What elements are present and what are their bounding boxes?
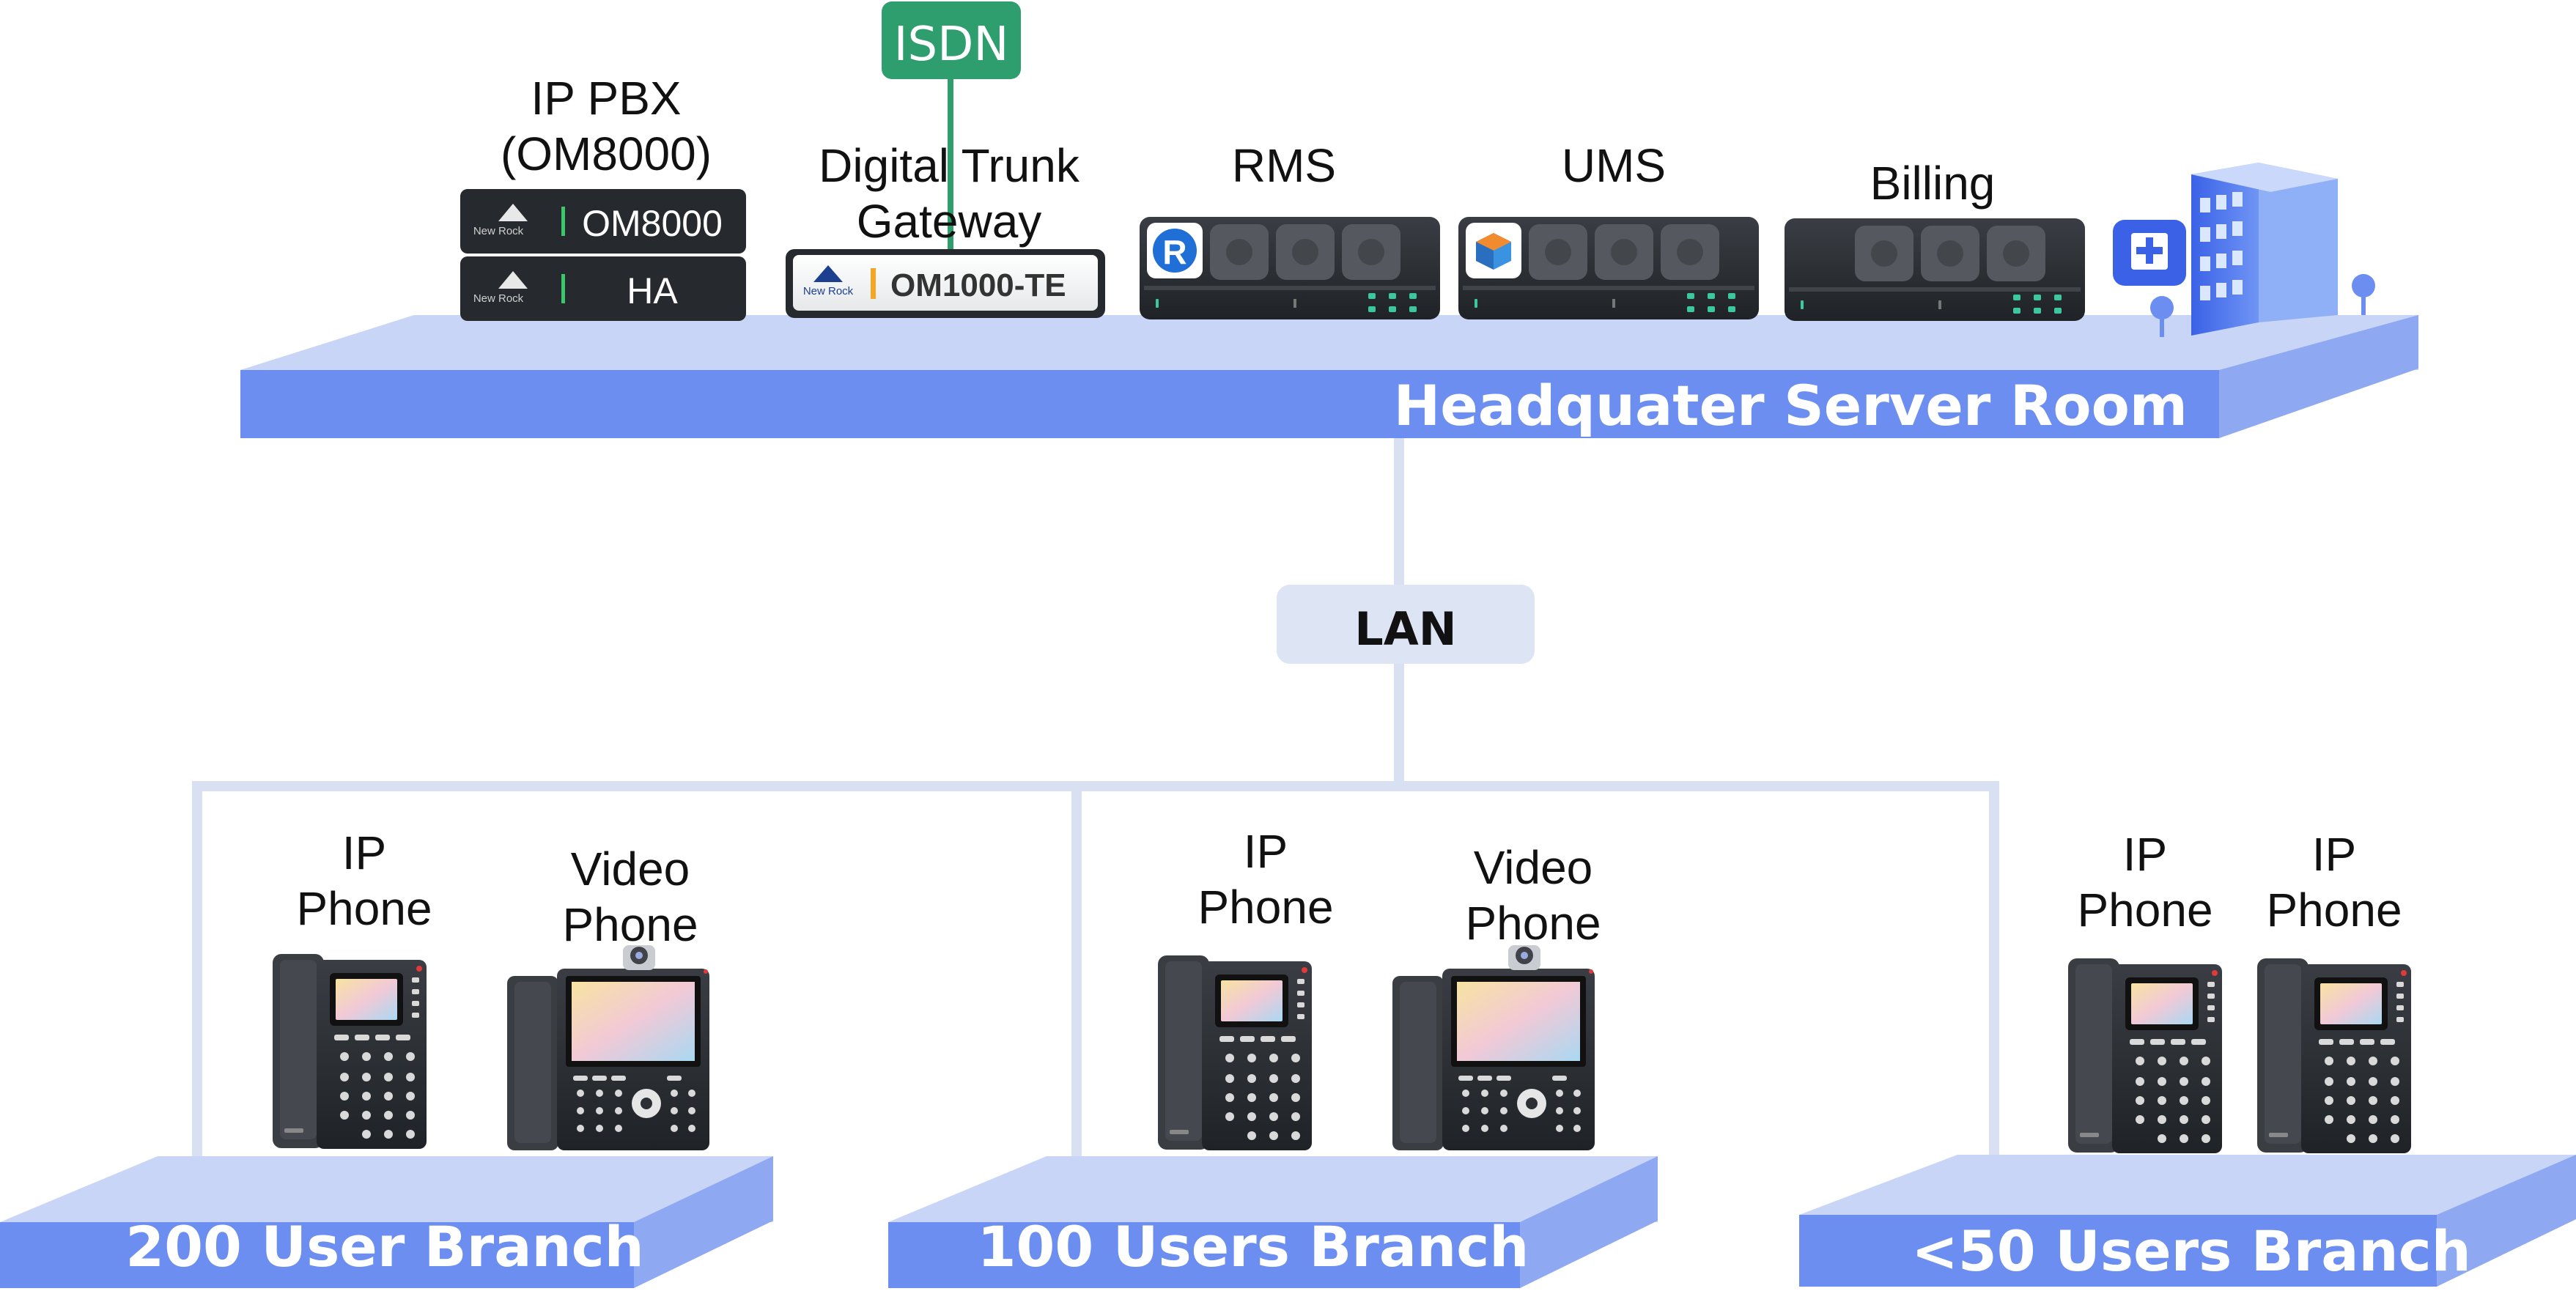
branch-100-users: IP Phone Video Phone 100 Users Branch bbox=[888, 825, 1658, 1288]
branch1-device2-label-line2: Phone bbox=[562, 898, 698, 951]
branch2-platform-top bbox=[888, 1156, 1658, 1222]
lan-horizontal-bus bbox=[192, 781, 1999, 791]
branch2-platform-front bbox=[888, 1222, 1520, 1288]
branch2-device1-label-line2: Phone bbox=[1197, 881, 1333, 933]
branch1-platform-front bbox=[0, 1222, 634, 1288]
lan-label: LAN bbox=[1354, 602, 1456, 656]
branch2-platform-label: 100 Users Branch bbox=[978, 1214, 1529, 1279]
lan-drop-branch3 bbox=[1989, 781, 1999, 1162]
ip-phone-icon bbox=[2068, 958, 2222, 1153]
svg-text:New Rock: New Rock bbox=[473, 292, 524, 305]
rms-group: RMS R bbox=[1140, 139, 1440, 319]
branch1-platform-top bbox=[0, 1156, 773, 1222]
new-rock-logo-icon bbox=[813, 265, 843, 282]
ip-pbx-label-line2: (OM8000) bbox=[501, 127, 712, 180]
gateway-label-line1: Digital Trunk bbox=[819, 139, 1080, 192]
branch3-device1-label-line1: IP bbox=[2123, 828, 2167, 881]
svg-text:R: R bbox=[1162, 233, 1186, 271]
isdn-badge-label: ISDN bbox=[894, 18, 1009, 72]
hq-platform-side bbox=[2219, 315, 2418, 438]
branch3-device2-label-line2: Phone bbox=[2266, 884, 2402, 936]
hq-platform-top bbox=[240, 315, 2418, 370]
svg-text:New Rock: New Rock bbox=[803, 285, 854, 297]
new-rock-logo-icon bbox=[498, 204, 528, 221]
new-rock-logo-icon bbox=[498, 271, 528, 289]
branch2-platform-side bbox=[1520, 1156, 1658, 1288]
ip-pbx-unit2-label: HA bbox=[627, 270, 678, 311]
billing-label: Billing bbox=[1870, 157, 1996, 210]
hospital-sign-icon bbox=[2113, 220, 2186, 337]
ip-pbx-unit-om8000: New Rock OM8000 bbox=[460, 189, 746, 254]
branch-200-users: IP Phone Video Phone 200 User Branch bbox=[0, 826, 773, 1288]
ip-pbx-group: IP PBX (OM8000) New Rock OM8000 New Rock… bbox=[460, 72, 746, 321]
branch1-platform-side bbox=[634, 1156, 773, 1288]
lan-box bbox=[1277, 585, 1535, 664]
svg-text:New Rock: New Rock bbox=[473, 225, 524, 237]
branch3-platform-top bbox=[1799, 1155, 2576, 1215]
billing-group: Billing bbox=[1785, 157, 2085, 321]
lan-drop-branch1-left bbox=[192, 781, 202, 1162]
ums-label: UMS bbox=[1562, 139, 1666, 192]
isdn-link: ISDN bbox=[882, 1, 1021, 315]
rms-app-icon: R bbox=[1147, 223, 1203, 278]
headquarter-platform: Headquater Server Room bbox=[240, 315, 2418, 438]
ums-group: UMS bbox=[1458, 139, 1759, 319]
gateway-unit: New Rock OM1000-TE bbox=[786, 249, 1105, 318]
branch-under-50-users: IP Phone IP Phone <50 Users Branch bbox=[1799, 828, 2576, 1287]
branch3-device2-label-line1: IP bbox=[2312, 828, 2356, 881]
branch1-device1-label-line1: IP bbox=[342, 826, 386, 879]
gateway-label-line2: Gateway bbox=[857, 195, 1042, 248]
branch3-platform-side bbox=[2437, 1155, 2576, 1287]
ip-pbx-unit1-label: OM8000 bbox=[582, 203, 723, 244]
branch1-platform-label: 200 User Branch bbox=[125, 1214, 644, 1279]
branch2-device2-label-line1: Video bbox=[1474, 841, 1593, 894]
isdn-badge bbox=[882, 1, 1021, 79]
rms-label: RMS bbox=[1232, 139, 1336, 192]
hq-platform-label: Headquater Server Room bbox=[1394, 373, 2188, 438]
ip-phone-icon bbox=[273, 954, 427, 1149]
ip-pbx-unit-ha: New Rock HA bbox=[460, 256, 746, 321]
ip-phone-icon bbox=[1158, 955, 1312, 1150]
branch3-platform-front bbox=[1799, 1215, 2437, 1287]
lan-node: LAN bbox=[1277, 585, 1535, 664]
ip-phone-icon bbox=[2257, 958, 2411, 1153]
branch2-device1-label-line1: IP bbox=[1244, 825, 1288, 878]
lan-connectors bbox=[192, 438, 1999, 1162]
office-building-icon bbox=[2191, 163, 2375, 336]
billing-server bbox=[1785, 218, 2085, 321]
gateway-group: Digital Trunk Gateway New Rock OM1000-TE bbox=[786, 139, 1105, 318]
video-phone-icon bbox=[1392, 945, 1595, 1150]
branch1-device1-label-line2: Phone bbox=[296, 882, 432, 935]
ip-pbx-label-line1: IP PBX bbox=[531, 72, 681, 125]
gateway-unit-label: OM1000-TE bbox=[890, 267, 1066, 303]
branch3-device1-label-line2: Phone bbox=[2077, 884, 2213, 936]
branch3-platform-label: <50 Users Branch bbox=[1911, 1218, 2471, 1284]
isdn-line bbox=[948, 73, 953, 315]
hq-platform-front bbox=[240, 370, 2219, 438]
branch1-device2-label-line1: Video bbox=[571, 843, 690, 895]
video-phone-icon bbox=[507, 945, 709, 1150]
ums-app-icon bbox=[1466, 223, 1521, 278]
branch2-device2-label-line2: Phone bbox=[1465, 897, 1601, 950]
lan-drop-branch-mid bbox=[1071, 781, 1082, 1162]
